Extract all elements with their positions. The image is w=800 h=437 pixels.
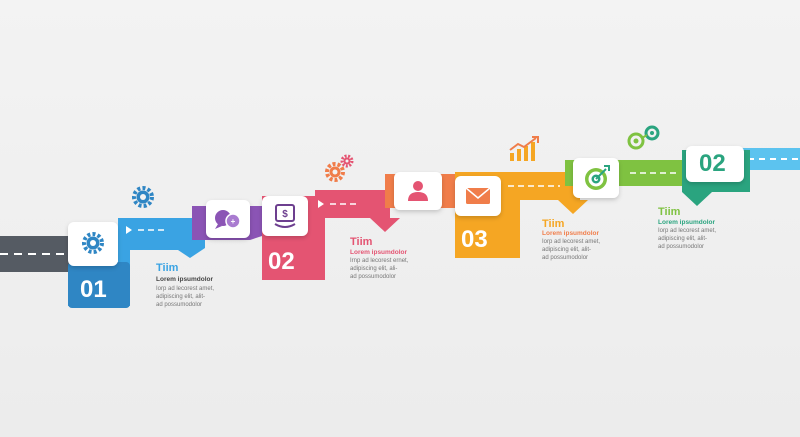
step-1-body-2: adipiscing elit, alit- — [156, 294, 206, 300]
ribbon-blue — [68, 218, 205, 308]
step-2-number: 02 — [268, 248, 295, 275]
step-1-number-box — [68, 262, 130, 308]
step-1-body-1: Iorp ad lecorest amet, — [156, 286, 215, 292]
step-2-subtitle: Lorem ipsumdolor — [350, 249, 408, 256]
money-board-icon: $ — [274, 204, 296, 228]
step-4-body-1: Iorp ad lecorest amet, — [658, 228, 717, 234]
step-4-number: 02 — [699, 150, 726, 177]
chat-bubbles-icon: + — [215, 210, 241, 229]
step-1-number: 01 — [80, 276, 107, 303]
road-end — [740, 148, 800, 170]
person-icon — [408, 181, 428, 201]
step-2-body-1: Irnp ad lecorest ernet, — [350, 258, 409, 264]
step-3-title: Tiim — [542, 218, 565, 230]
gear-icon — [82, 232, 104, 254]
step-1-title: Tiim — [156, 262, 179, 274]
step-1-subtitle: Lorem ipsumdolor — [156, 276, 214, 283]
step-4-body-3: ad possumodolor — [658, 244, 705, 250]
envelope-icon — [465, 187, 491, 204]
step-4-body-2: adipiscing elit, alit- — [658, 236, 708, 242]
floating-gears-icon — [325, 154, 354, 182]
floating-gear-icon — [132, 186, 154, 208]
step-3-number: 03 — [461, 226, 488, 253]
step-2-body-2: adipiscing elit, ali- — [350, 266, 398, 272]
step-4-subtitle: Lorem ipsumdolor — [658, 219, 716, 226]
step-4-title: Tiim — [658, 206, 681, 218]
bar-chart-icon — [509, 136, 539, 161]
tile-number-4 — [686, 146, 744, 182]
target-icon — [585, 165, 610, 190]
step-3-body-2: adipiscing elit, alit- — [542, 247, 592, 253]
step-3-subtitle: Lorem ipsumdolor — [542, 230, 600, 237]
coins-icon — [627, 125, 660, 150]
tile-money — [262, 196, 308, 236]
step-3-body-1: Iorp ad lecorest amet, — [542, 239, 601, 245]
svg-text:$: $ — [282, 209, 288, 220]
step-1-body-3: ad possumodolor — [156, 302, 203, 308]
step-3-body-3: ad possumodolor — [542, 255, 589, 261]
step-2-title: Tiim — [350, 236, 373, 248]
svg-text:+: + — [231, 217, 236, 226]
step-2-body-3: ad possumodolor — [350, 274, 397, 280]
road-start — [0, 236, 72, 272]
